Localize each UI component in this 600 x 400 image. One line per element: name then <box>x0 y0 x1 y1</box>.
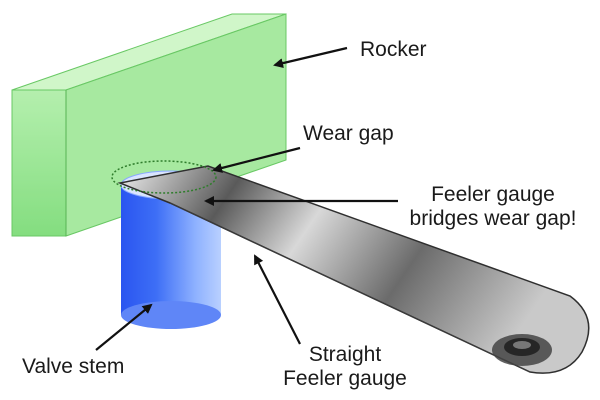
label-feeler-bridges-line2: bridges wear gap! <box>409 207 577 230</box>
label-feeler-bridges-line1: Feeler gauge <box>431 183 555 206</box>
feeler-gauge <box>117 165 590 374</box>
label-straight-feeler: Straight Feeler gauge <box>270 343 420 391</box>
label-straight-line1: Straight <box>308 343 382 366</box>
rocker-block <box>11 13 287 237</box>
label-straight-line2: Feeler gauge <box>283 367 407 390</box>
label-wear-gap: Wear gap <box>303 122 394 145</box>
label-feeler-bridges: Feeler gauge bridges wear gap! <box>388 183 598 231</box>
wear-gap-outline <box>111 160 217 194</box>
label-rocker: Rocker <box>360 38 427 61</box>
label-valve-stem: Valve stem <box>22 355 125 378</box>
arrow-icon <box>95 46 398 351</box>
